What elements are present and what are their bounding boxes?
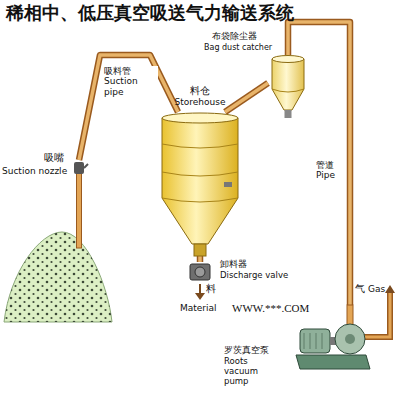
pump-casing [335, 324, 365, 354]
part-label: 吸嘴 [44, 152, 64, 164]
material-label: Material [180, 303, 217, 313]
material-grains [4, 232, 112, 322]
catcher-top [272, 56, 304, 63]
nozzle-fitting [74, 162, 84, 174]
nozzle-pipe [77, 170, 82, 248]
material-label: 料 [206, 283, 216, 295]
nozzle-handle [84, 164, 88, 168]
watermark: WWW.***.COM [232, 302, 309, 315]
storehouse: 料仓Storehouse [160, 112, 240, 256]
exhaust-pipe-inner [362, 291, 390, 337]
motor-fins [304, 333, 322, 349]
part-label: Roots vacuum pump [224, 357, 284, 386]
pipe [200, 256, 201, 262]
roots-vacuum-pump-drawing [296, 305, 370, 371]
part-label: 布袋除尘器 [212, 31, 257, 41]
roots-vacuum-pump: 罗茨真空泵Roots vacuum pump [296, 305, 370, 371]
pipe-wall [225, 83, 268, 112]
suction-nozzle-drawing [70, 160, 88, 242]
pipe-label: 吸料管 Suction pipe [104, 66, 158, 97]
part-label: 卸料器 [220, 259, 247, 269]
valve-rotor [195, 267, 205, 277]
pipe-wall [197, 256, 204, 262]
storehouse-neck [194, 244, 206, 256]
catcher-band [272, 89, 304, 92]
catcher-outlet [285, 110, 292, 118]
pipe-label: 管道 Pipe [316, 160, 346, 181]
storehouse-top [162, 113, 238, 123]
valve-housing [190, 264, 210, 280]
pipe-bore [225, 83, 268, 112]
discharge-valve-drawing [188, 262, 212, 282]
pump-inlet [347, 305, 353, 325]
storehouse-drawing [160, 112, 240, 256]
material-pile [4, 232, 112, 322]
part-label: 罗茨真空泵 [224, 345, 269, 355]
gas-label: 气 [355, 283, 365, 295]
bag-dust-catcher-drawing [268, 55, 308, 118]
exhaust-pipe [362, 291, 390, 337]
level-gauge [224, 182, 232, 187]
pipe-bore [198, 256, 202, 262]
part-label: Bag dust catcher [204, 43, 272, 52]
part-label: Storehouse [175, 97, 226, 107]
pump-base [296, 355, 370, 369]
diagram-title: 稀相中、低压真空吸送气力输送系统 [6, 3, 294, 24]
part-label: 料仓 [190, 85, 210, 97]
storehouse-body [162, 118, 238, 244]
part-label: Discharge valve [220, 271, 288, 281]
gas-arrow [385, 285, 395, 293]
discharge-valve: 卸料器Discharge valve [188, 262, 212, 282]
catcher-body [272, 59, 304, 110]
storehouse-bands [162, 144, 238, 202]
pump-motor [300, 329, 330, 353]
bag-dust-catcher: 布袋除尘器Bag dust catcher [268, 55, 308, 118]
pump-shaft [345, 334, 355, 344]
pipe [225, 83, 268, 112]
part-label: Suction nozzle [2, 166, 67, 176]
gas-label: Gas [368, 284, 385, 294]
material-arrowhead [195, 293, 205, 300]
suction-nozzle: 吸嘴Suction nozzle [70, 160, 88, 242]
material-arrow [199, 284, 201, 294]
